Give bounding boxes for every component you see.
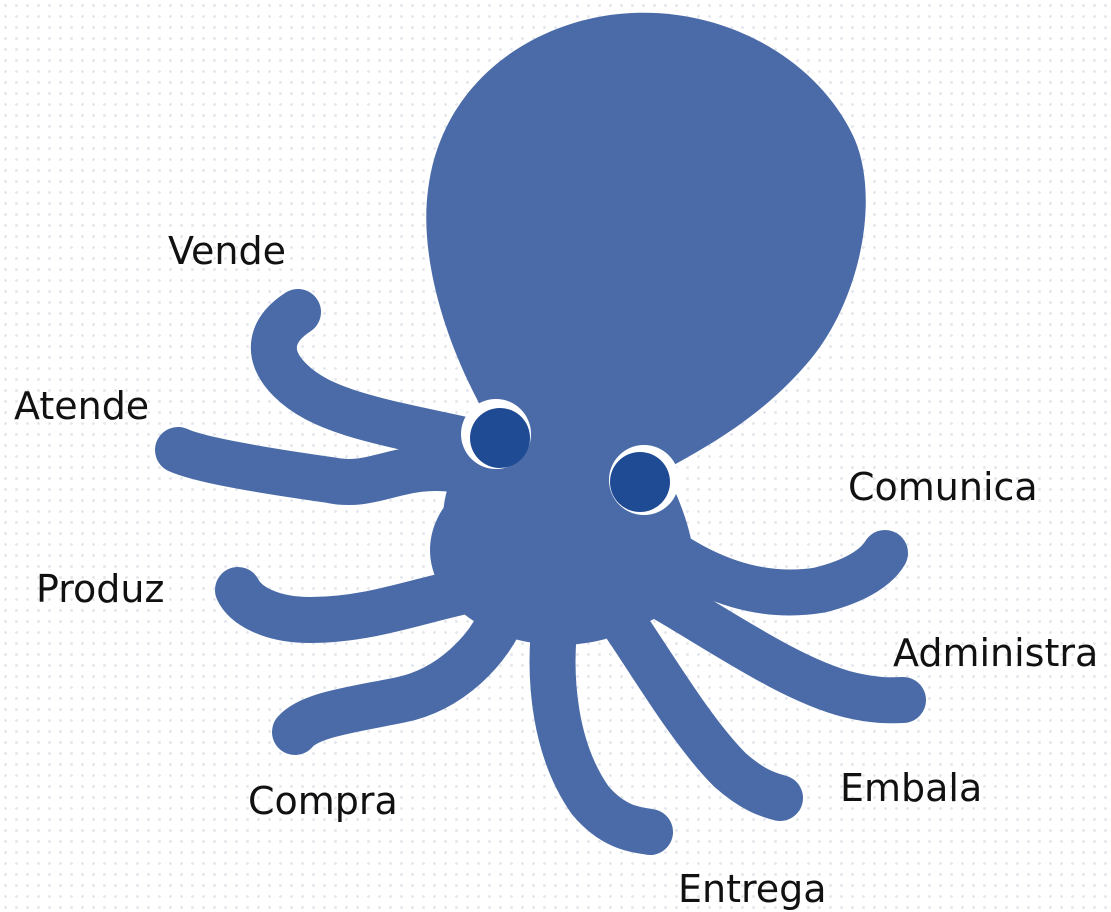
label-vende: Vende bbox=[168, 229, 287, 273]
arm-administra bbox=[627, 567, 926, 724]
arm-entrega bbox=[529, 597, 673, 855]
arm-atende bbox=[155, 427, 483, 506]
label-atende: Atende bbox=[14, 384, 150, 428]
label-embala: Embala bbox=[840, 766, 983, 810]
right-eye-pupil bbox=[610, 452, 670, 512]
octopus-body bbox=[426, 12, 866, 645]
arm-vende bbox=[250, 289, 488, 463]
arm-embala bbox=[592, 587, 803, 821]
arm-compra bbox=[272, 587, 528, 755]
label-produz: Produz bbox=[36, 567, 165, 611]
arm-produz bbox=[215, 567, 493, 643]
label-entrega: Entrega bbox=[678, 867, 827, 911]
left-eye-pupil bbox=[470, 408, 530, 468]
label-administra: Administra bbox=[893, 631, 1099, 675]
octopus-eyes bbox=[461, 399, 679, 515]
label-comunica: Comunica bbox=[848, 465, 1038, 509]
label-compra: Compra bbox=[248, 779, 398, 823]
